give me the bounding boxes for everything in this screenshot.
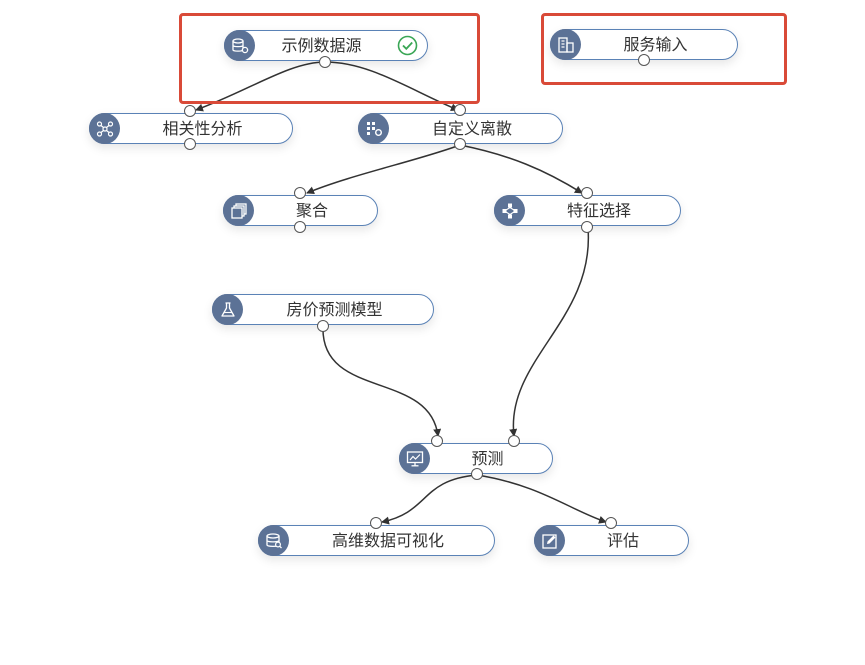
highlight-box-data-source: [179, 13, 480, 104]
node-label: 聚合: [295, 201, 328, 220]
node-label: 服务输入: [623, 35, 688, 54]
highlight-box-service-input: [541, 13, 787, 85]
input-port-aggregate[interactable]: [294, 187, 306, 199]
node-label: 评估: [606, 531, 639, 550]
database-search-icon: [258, 525, 289, 556]
stacked-pages-icon: [223, 195, 254, 226]
diamond-nodes-icon: [494, 195, 525, 226]
success-check-icon: [397, 35, 418, 56]
edge-discretize-to-aggregate[interactable]: [306, 144, 461, 194]
output-port-correlation-analysis[interactable]: [184, 138, 196, 150]
node-evaluate[interactable]: 评估: [534, 525, 689, 556]
node-label: 高维数据可视化: [331, 531, 444, 550]
input-port-correlation-analysis[interactable]: [184, 105, 196, 117]
edge-feature-to-predict[interactable]: [509, 227, 590, 437]
grid-gear-icon: [358, 113, 389, 144]
node-house-price-model[interactable]: 房价预测模型: [212, 294, 434, 325]
output-port-aggregate[interactable]: [294, 221, 306, 233]
node-label: 相关性分析: [162, 119, 243, 138]
input-port-predict-model[interactable]: [431, 435, 443, 447]
flask-icon: [212, 294, 243, 325]
network-graph-icon: [89, 113, 120, 144]
node-label: 预测: [471, 449, 504, 468]
output-port-feature-selection[interactable]: [581, 221, 593, 233]
edit-square-icon: [534, 525, 565, 556]
input-port-hd-visualization[interactable]: [370, 517, 382, 529]
output-port-house-price-model[interactable]: [317, 320, 329, 332]
input-port-custom-discretize[interactable]: [454, 104, 466, 116]
node-label: 自定义离散: [431, 119, 512, 138]
input-port-evaluate[interactable]: [605, 517, 617, 529]
node-label: 房价预测模型: [286, 300, 383, 319]
output-port-predict[interactable]: [471, 468, 483, 480]
edge-predict-to-evaluate[interactable]: [476, 474, 607, 524]
monitor-chart-icon: [399, 443, 430, 474]
edge-model-to-predict[interactable]: [322, 325, 442, 437]
node-sample-data-source[interactable]: 示例数据源: [224, 30, 428, 61]
input-port-predict-data[interactable]: [508, 435, 520, 447]
output-port-service-input[interactable]: [638, 54, 650, 66]
output-port-custom-discretize[interactable]: [454, 138, 466, 150]
node-aggregate[interactable]: 聚合: [223, 195, 378, 226]
output-port-sample-data-source[interactable]: [319, 56, 331, 68]
database-gear-icon: [224, 30, 255, 61]
edge-discretize-to-feature[interactable]: [459, 144, 583, 194]
edge-predict-to-hdviz[interactable]: [381, 474, 478, 525]
node-label: 示例数据源: [281, 36, 362, 55]
node-label: 特征选择: [566, 201, 631, 220]
node-hd-visualization[interactable]: 高维数据可视化: [258, 525, 495, 556]
building-icon: [550, 29, 581, 60]
input-port-feature-selection[interactable]: [581, 187, 593, 199]
